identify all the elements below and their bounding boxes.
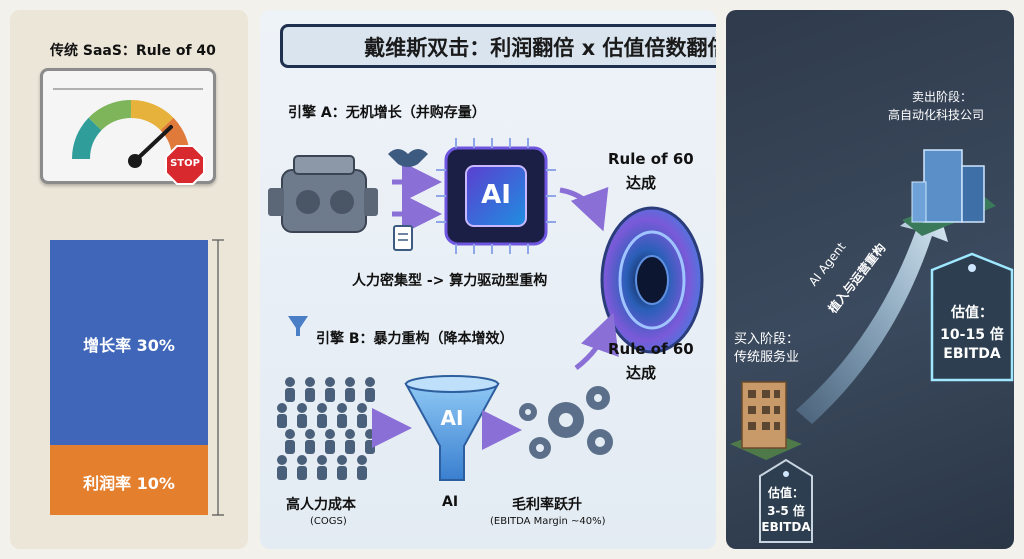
growth-bar xyxy=(50,240,208,445)
gauge-card: STOP xyxy=(40,68,216,185)
person-head xyxy=(297,403,307,413)
rule-60-bottom-line2: 达成 xyxy=(626,364,657,382)
ai-funnel-label: AI xyxy=(440,406,464,430)
sell-tag-unit: EBITDA xyxy=(943,346,1001,362)
filter-icon xyxy=(288,316,308,336)
rule-60-bottom-line1: Rule of 60 xyxy=(608,340,694,358)
person-body xyxy=(365,440,375,454)
person-body xyxy=(305,440,315,454)
person-head xyxy=(345,377,355,387)
sell-stage-label: 卖出阶段： xyxy=(912,90,973,104)
person-head xyxy=(285,377,295,387)
sell-tag-value: 10-15 倍 xyxy=(940,327,1004,343)
person-body xyxy=(337,466,347,480)
person-head xyxy=(277,403,287,413)
rule-60-top-line1: Rule of 60 xyxy=(608,150,694,168)
buy-tag-unit: EBITDA xyxy=(761,520,811,534)
valuation-graphics xyxy=(730,149,1014,543)
title-banner xyxy=(280,24,716,68)
valuation-panel: 卖出阶段： 高自动化科技公司 估值： 10-15 倍 EBITDA AI Age… xyxy=(726,10,1014,549)
people-label: 高人力成本 xyxy=(286,497,356,513)
sell-company-label: 高自动化科技公司 xyxy=(888,108,985,122)
growth-label: 增长率 30% xyxy=(83,336,175,355)
gears-label: 毛利率跃升 xyxy=(512,497,582,513)
page-title: 戴维斯双击：利润翻倍 x 估值倍数翻倍 = 指数级回报 xyxy=(364,36,716,60)
person-body xyxy=(305,388,315,402)
sell-price-tag-icon xyxy=(930,252,1014,382)
person-head xyxy=(357,455,367,465)
buy-tag-title: 估值： xyxy=(767,486,804,500)
person-head xyxy=(325,377,335,387)
person-body xyxy=(365,388,375,402)
person-head xyxy=(337,455,347,465)
gears-sublabel: (EBITDA Margin ~40%) xyxy=(490,516,606,527)
rule-of-40-heading: 传统 SaaS：Rule of 40 xyxy=(50,43,216,59)
person-head xyxy=(337,403,347,413)
person-body xyxy=(277,466,287,480)
gears-icon xyxy=(519,386,613,459)
funnel-caption: AI xyxy=(442,494,459,510)
person-body xyxy=(345,388,355,402)
people-sublabel: (COGS) xyxy=(310,516,347,527)
person-body xyxy=(277,414,287,428)
growth-arrow-icon xyxy=(796,200,948,424)
person-body xyxy=(285,440,295,454)
person-head xyxy=(325,429,335,439)
buy-tag-value: 3-5 倍 xyxy=(767,504,805,518)
stop-sign-text: STOP xyxy=(170,158,200,169)
ai-funnel-icon xyxy=(404,375,500,481)
tech-building-icon xyxy=(902,149,996,236)
person-body xyxy=(297,466,307,480)
bar-scale-bracket xyxy=(212,239,224,516)
engines-panel: 戴维斯双击：利润翻倍 x 估值倍数翻倍 = 指数级回报 引擎 A：无机增长（并购… xyxy=(260,10,716,549)
person-body xyxy=(357,466,367,480)
ai-chip-label: AI xyxy=(481,180,511,210)
person-body xyxy=(357,414,367,428)
handshake-icon xyxy=(388,149,428,167)
flow-arrows xyxy=(268,138,704,481)
person-head xyxy=(297,455,307,465)
person-head xyxy=(357,403,367,413)
sell-tag-title: 估值： xyxy=(951,305,993,321)
person-body xyxy=(325,388,335,402)
person-head xyxy=(285,429,295,439)
buy-price-tag-icon xyxy=(759,458,813,543)
person-body xyxy=(337,414,347,428)
person-body xyxy=(285,388,295,402)
people-crowd-icon xyxy=(277,377,375,480)
person-head xyxy=(317,455,327,465)
rule-of-60-disc-icon xyxy=(600,206,704,354)
person-body xyxy=(325,440,335,454)
buy-stage-label: 买入阶段： xyxy=(734,332,800,347)
buy-company-label: 传统服务业 xyxy=(734,350,800,365)
person-head xyxy=(317,403,327,413)
rule-of-40-panel: 传统 SaaS：Rule of 40 STOP 增长率 30% 利润率 10% xyxy=(10,10,248,549)
person-body xyxy=(317,414,327,428)
traditional-building-icon xyxy=(730,381,802,460)
person-body xyxy=(297,414,307,428)
stop-sign-icon: STOP xyxy=(165,145,205,185)
engine-a-caption: 人力密集型 -> 算力驱动型重构 xyxy=(352,273,548,289)
person-head xyxy=(305,429,315,439)
person-head xyxy=(277,455,287,465)
person-head xyxy=(305,377,315,387)
rule-60-top-line2: 达成 xyxy=(626,174,657,192)
person-body xyxy=(317,466,327,480)
engine-icon xyxy=(268,155,378,233)
person-head xyxy=(365,377,375,387)
profit-bar xyxy=(50,445,208,515)
person-head xyxy=(345,429,355,439)
person-body xyxy=(345,440,355,454)
ai-chip-icon xyxy=(436,138,556,254)
engine-a-heading: 引擎 A：无机增长（并购存量） xyxy=(288,105,486,121)
profit-label: 利润率 10% xyxy=(83,474,175,493)
document-icon xyxy=(393,225,413,251)
engine-b-heading: 引擎 B：暴力重构（降本增效） xyxy=(316,331,514,347)
person-head xyxy=(365,429,375,439)
